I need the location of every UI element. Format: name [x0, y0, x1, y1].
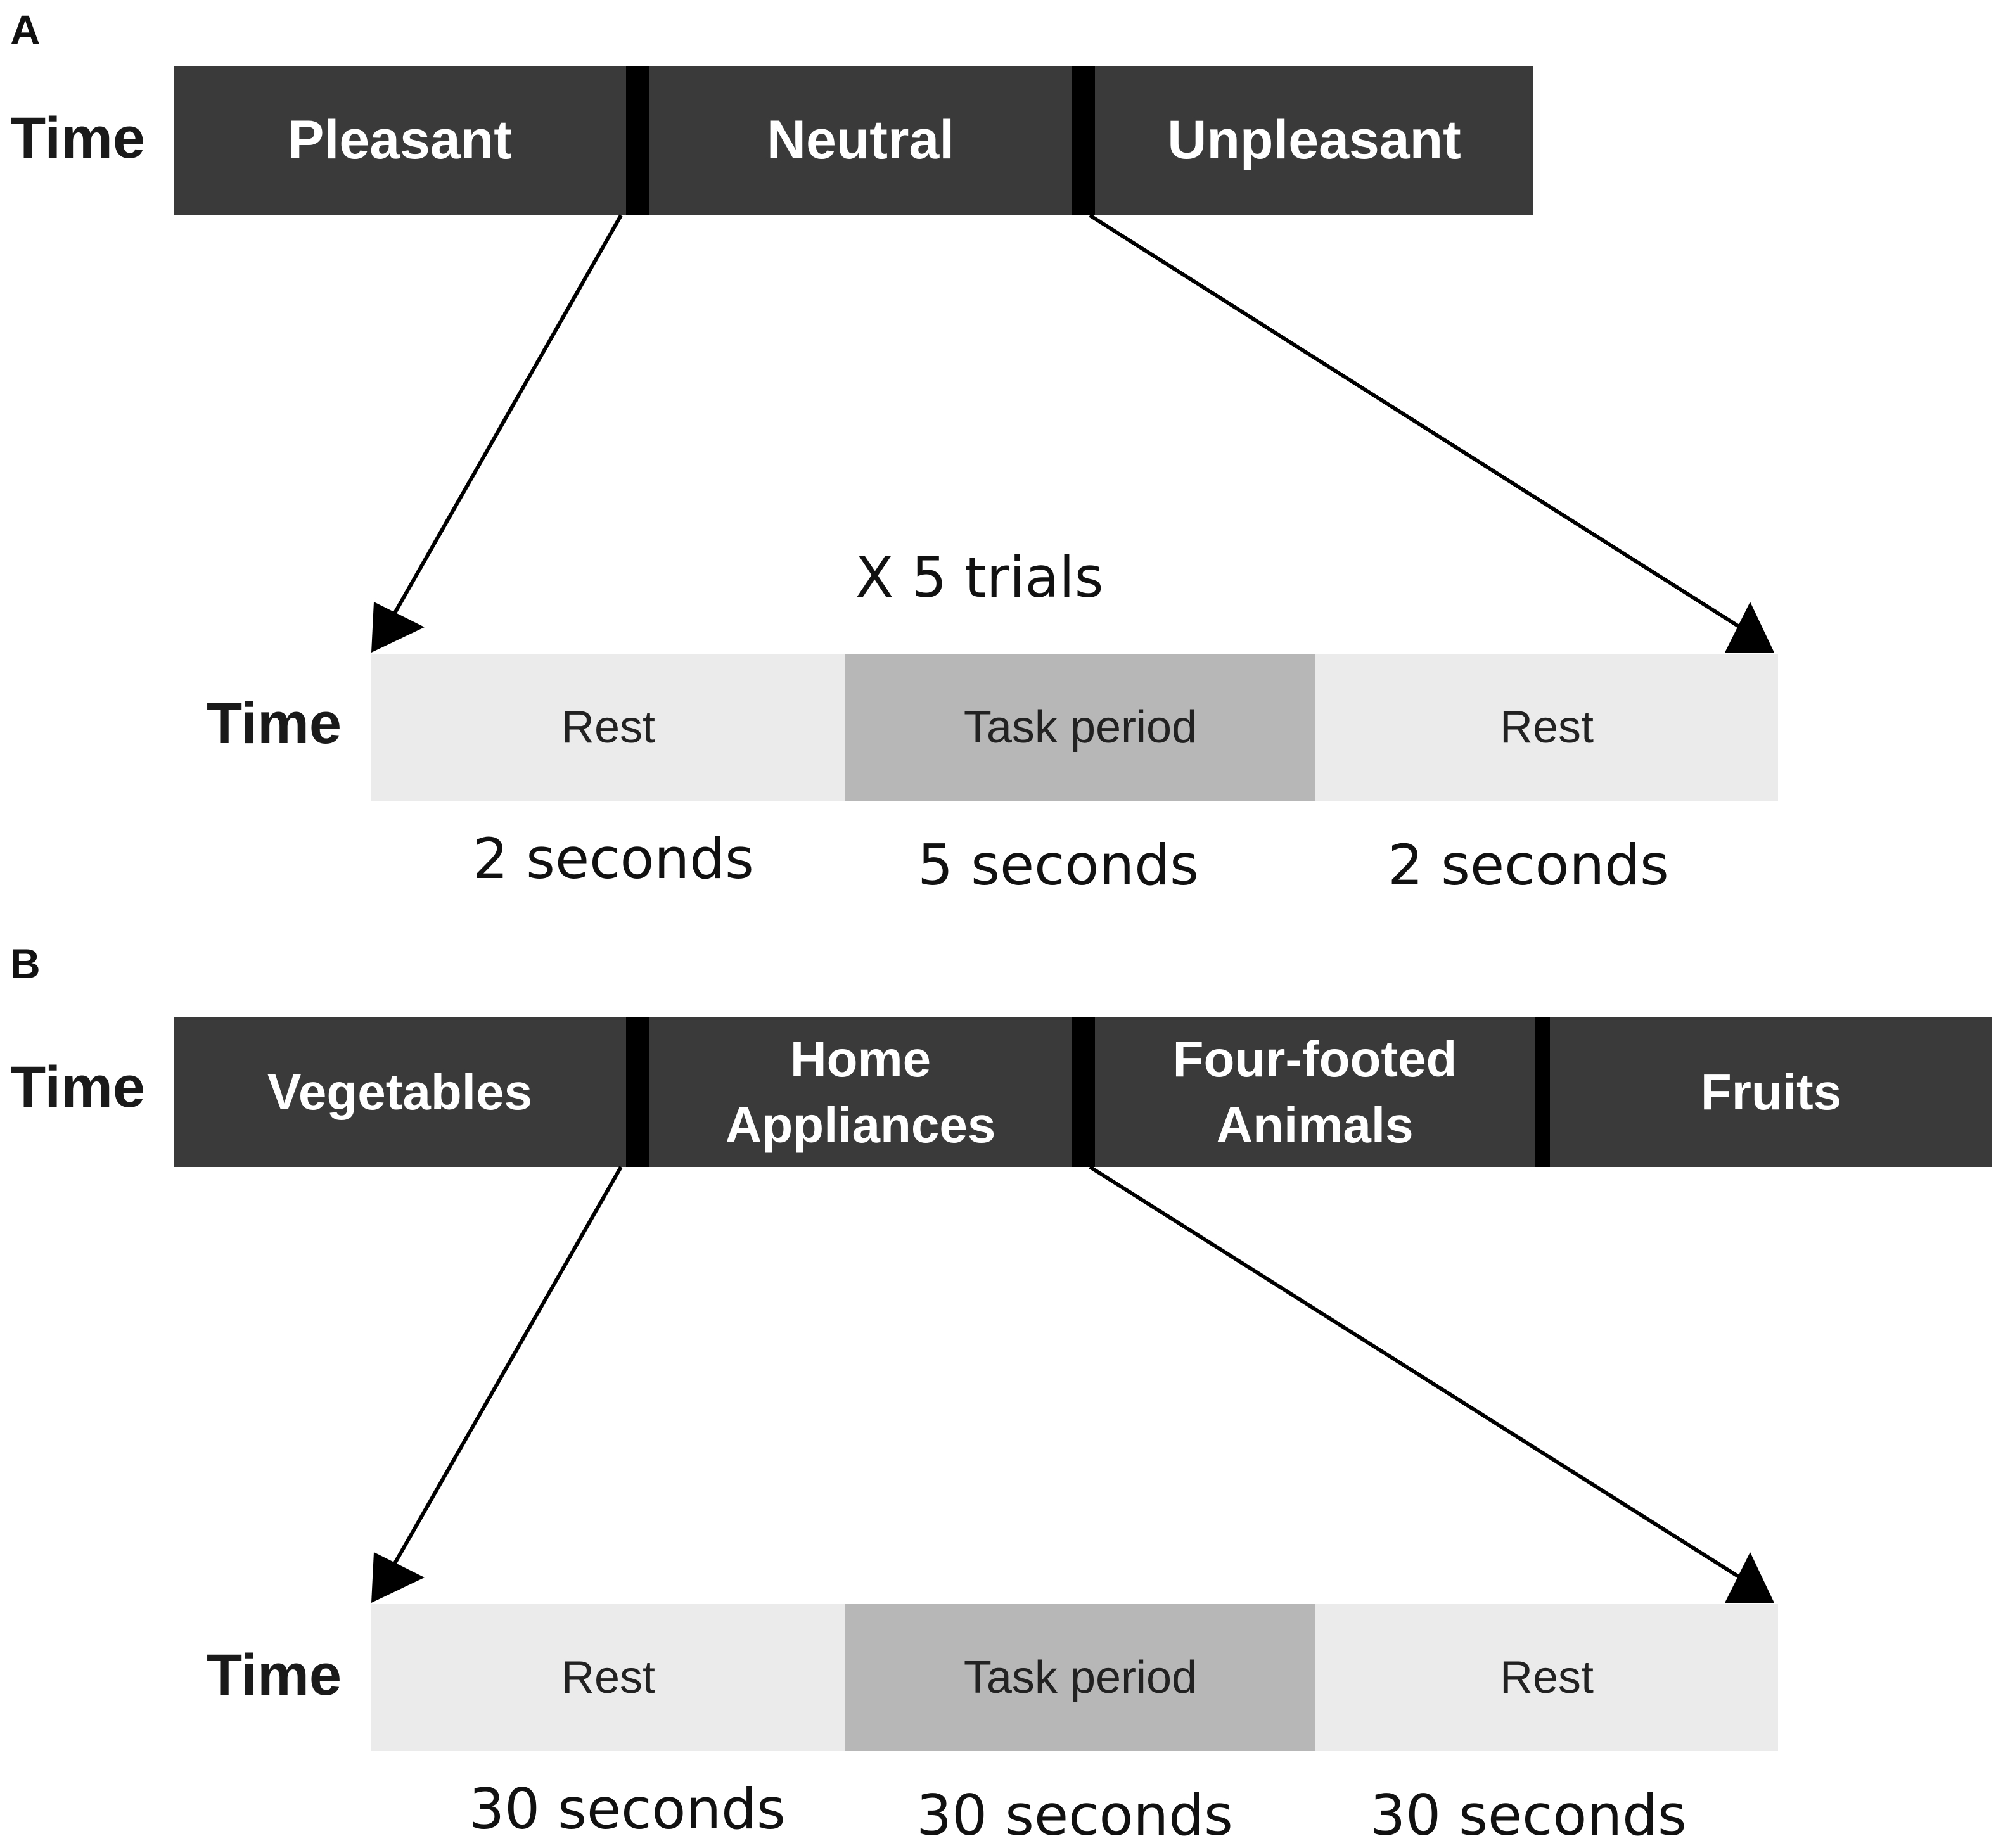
panel-a-bottom-time-label: Time: [207, 691, 342, 756]
panel-b-block-sequence: Vegetables Home Appliances Four-footed A…: [174, 1017, 1992, 1167]
arrow-to-right-rest: [1089, 213, 1741, 629]
arrowhead-left-icon: [371, 602, 425, 653]
arrowhead-right-icon: [1725, 1552, 1774, 1603]
segment-task-period: Task period: [845, 654, 1315, 801]
block-separator: [1072, 66, 1095, 215]
block-label: Fruits: [1700, 1064, 1842, 1120]
segment-label: Rest: [561, 1652, 656, 1703]
duration-label: 5 seconds: [918, 832, 1199, 898]
segment-rest: Rest: [371, 654, 845, 801]
duration-label: 30 seconds: [469, 1776, 786, 1842]
block-unpleasant: Unpleasant: [1095, 66, 1533, 215]
panel-b-label: B: [10, 940, 41, 987]
panel-a-label: A: [10, 6, 41, 53]
arrowhead-left-icon: [371, 1552, 425, 1603]
panel-b-trial-timeline: Rest Task period Rest: [371, 1604, 1778, 1751]
segment-label: Rest: [561, 702, 656, 753]
segment-rest: Rest: [371, 1604, 845, 1751]
duration-label: 30 seconds: [1370, 1783, 1687, 1848]
arrow-to-left-rest: [388, 214, 623, 622]
block-label: Pleasant: [288, 110, 512, 171]
block-label: Neutral: [766, 110, 955, 171]
block-label: Unpleasant: [1167, 110, 1461, 171]
segment-rest: Rest: [1315, 1604, 1778, 1751]
segment-rest: Rest: [1315, 654, 1778, 801]
panel-b-top-time-label: Time: [10, 1055, 146, 1119]
duration-label: 2 seconds: [1388, 832, 1669, 898]
block-separator: [1072, 1017, 1095, 1167]
block-separator: [1535, 1017, 1550, 1167]
segment-task-period: Task period: [845, 1604, 1315, 1751]
block-fruits: Fruits: [1550, 1017, 1992, 1167]
block-home-appliances: Home Appliances: [649, 1017, 1072, 1167]
arrow-to-left-rest: [388, 1166, 623, 1572]
segment-label: Task period: [963, 1652, 1198, 1703]
trials-repeat-label: X 5 trials: [855, 545, 1104, 610]
block-separator: [626, 66, 649, 215]
duration-label: 30 seconds: [916, 1783, 1233, 1848]
block-label: Four-footed Animals: [1172, 1031, 1457, 1153]
panel-b-bottom-time-label: Time: [207, 1643, 342, 1707]
arrow-to-right-rest: [1089, 1165, 1741, 1579]
block-label: Vegetables: [267, 1064, 532, 1120]
panel-a-top-time-label: Time: [10, 106, 146, 170]
block-neutral: Neutral: [649, 66, 1072, 215]
segment-label: Task period: [963, 702, 1198, 753]
arrowhead-right-icon: [1725, 602, 1774, 653]
block-four-footed-animals: Four-footed Animals: [1095, 1017, 1535, 1167]
panel-a-trial-timeline: Rest Task period Rest: [371, 654, 1778, 801]
block-pleasant: Pleasant: [174, 66, 626, 215]
panel-a-block-sequence: Pleasant Neutral Unpleasant: [174, 66, 1533, 215]
block-separator: [626, 1017, 649, 1167]
segment-label: Rest: [1499, 1652, 1594, 1703]
block-label: Home Appliances: [725, 1031, 996, 1153]
segment-label: Rest: [1499, 702, 1594, 753]
duration-label: 2 seconds: [473, 826, 754, 891]
block-vegetables: Vegetables: [174, 1017, 626, 1167]
